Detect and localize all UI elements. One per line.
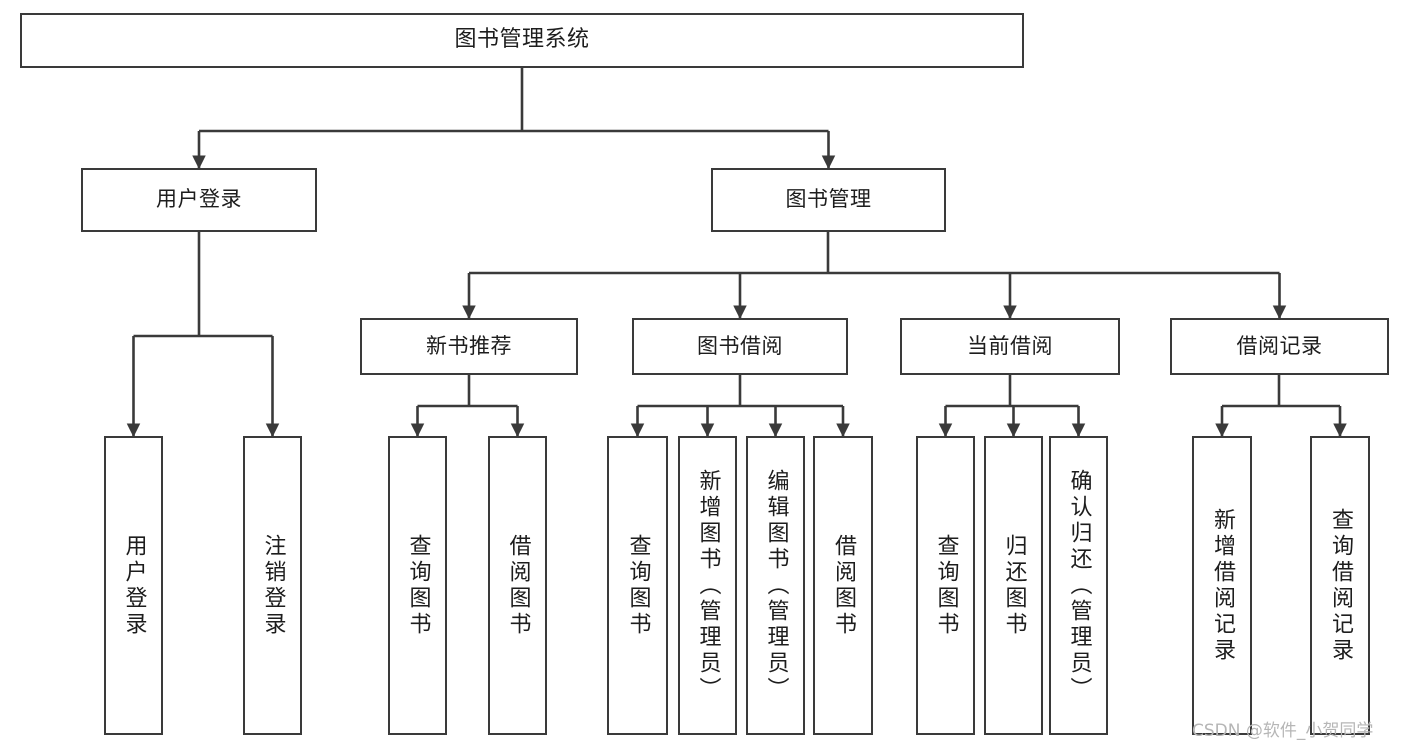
- node-l11[interactable]: 确认归还（管理员）: [1049, 436, 1108, 735]
- node-label: 图书借阅: [697, 333, 783, 358]
- node-label: 新增图书（管理员）: [695, 468, 721, 703]
- node-label: 查询图书: [933, 533, 959, 638]
- node-l9[interactable]: 查询图书: [916, 436, 975, 735]
- node-label: 确认归还（管理员）: [1066, 468, 1092, 703]
- node-l13[interactable]: 查询借阅记录: [1310, 436, 1370, 735]
- node-label: 用户登录: [156, 187, 242, 212]
- node-l4[interactable]: 借阅图书: [488, 436, 547, 735]
- node-l2[interactable]: 注销登录: [243, 436, 302, 735]
- node-label: 用户登录: [121, 533, 147, 638]
- node-l3[interactable]: 查询图书: [388, 436, 447, 735]
- node-l7[interactable]: 编辑图书（管理员）: [746, 436, 805, 735]
- node-label: 借阅图书: [505, 533, 531, 638]
- node-l12[interactable]: 新增借阅记录: [1192, 436, 1252, 735]
- node-label: 查询图书: [625, 533, 651, 638]
- node-label: 查询借阅记录: [1328, 507, 1353, 664]
- node-label: 图书管理: [785, 187, 872, 212]
- node-l6[interactable]: 新增图书（管理员）: [678, 436, 737, 735]
- node-l5[interactable]: 查询图书: [607, 436, 668, 735]
- node-bookmgmt[interactable]: 图书管理: [711, 168, 946, 232]
- node-l8[interactable]: 借阅图书: [813, 436, 873, 735]
- node-label: 当前借阅: [967, 333, 1053, 358]
- node-label: 新增借阅记录: [1210, 507, 1235, 664]
- node-newbook[interactable]: 新书推荐: [360, 318, 578, 375]
- node-label: 借阅记录: [1236, 333, 1323, 358]
- node-root[interactable]: 图书管理系统: [20, 13, 1024, 68]
- node-label: 图书管理系统: [454, 27, 590, 53]
- node-records[interactable]: 借阅记录: [1170, 318, 1389, 375]
- node-label: 编辑图书（管理员）: [763, 468, 789, 703]
- node-label: 借阅图书: [831, 533, 856, 638]
- node-current[interactable]: 当前借阅: [900, 318, 1120, 375]
- watermark: CSDN @软件_小贺同学: [1192, 721, 1374, 741]
- node-label: 归还图书: [1001, 533, 1027, 638]
- node-label: 注销登录: [260, 533, 286, 638]
- node-login[interactable]: 用户登录: [81, 168, 317, 232]
- node-borrow[interactable]: 图书借阅: [632, 318, 848, 375]
- node-label: 新书推荐: [426, 333, 512, 358]
- node-l10[interactable]: 归还图书: [984, 436, 1043, 735]
- node-l1[interactable]: 用户登录: [104, 436, 163, 735]
- node-label: 查询图书: [405, 533, 431, 638]
